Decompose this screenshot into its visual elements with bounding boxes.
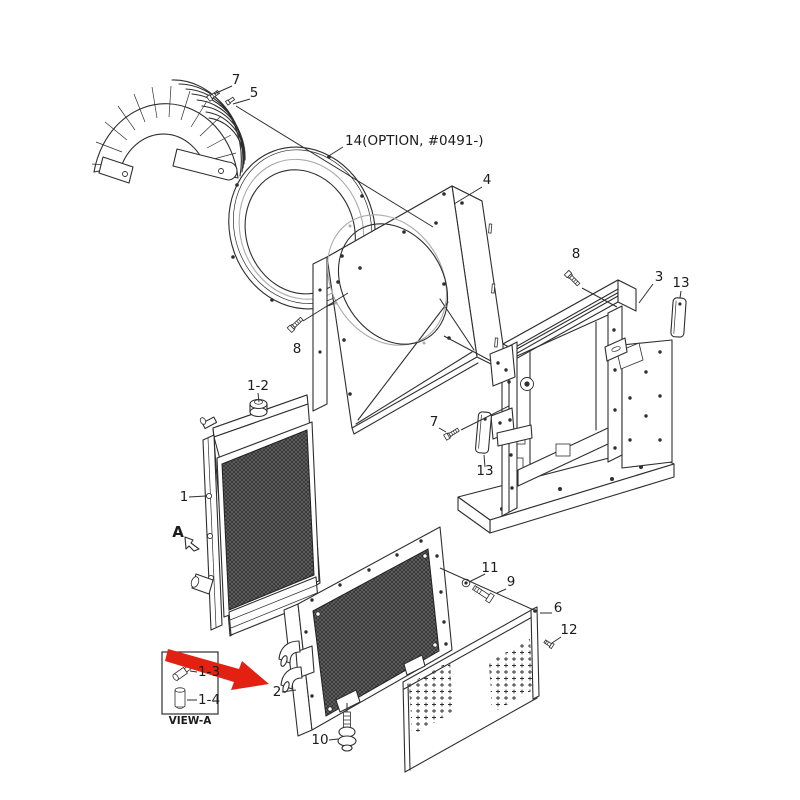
radiator-side-bracket <box>202 434 223 631</box>
radiator-cap <box>249 398 268 418</box>
label-1: 1 <box>180 489 189 505</box>
grille-panel-6 <box>402 606 540 773</box>
label-13-bracket-leader <box>483 454 486 468</box>
label-8-box: 8 <box>293 341 302 357</box>
panel-right-post <box>530 606 540 700</box>
label-2: 2 <box>273 684 282 700</box>
label-9: 9 <box>507 574 516 590</box>
drain-hose-1-4 <box>174 687 186 709</box>
left-foot-hole <box>122 171 128 177</box>
cooler-core <box>312 548 440 717</box>
cooler-rivets <box>304 539 448 712</box>
label-1-2-leader <box>257 392 260 403</box>
label-12: 12 <box>560 622 577 638</box>
box-side-slots <box>488 223 499 348</box>
label-13-frame-leader <box>679 290 682 299</box>
label-6-leader <box>439 567 537 612</box>
label-7-bracket-leader <box>438 427 447 433</box>
label-8-box-leader <box>302 292 349 322</box>
fan-guard-ribs <box>171 79 246 177</box>
label-11-leader <box>468 573 486 583</box>
label-8-frame-leader <box>581 287 618 308</box>
fan-guard-band <box>93 103 239 179</box>
label-2-leader <box>281 689 297 693</box>
drain-valve-1-3 <box>172 665 192 681</box>
label-4: 4 <box>483 172 492 188</box>
label-view-a: VIEW-A <box>169 715 213 727</box>
cooler-mid-tab <box>403 654 426 676</box>
label-7-guard: 7 <box>232 72 241 88</box>
fan-guard <box>91 79 246 184</box>
pad-13-right <box>670 297 687 338</box>
label-10-leader <box>328 738 339 741</box>
label-1-leader <box>188 495 207 498</box>
frame-lower-sill <box>517 427 609 487</box>
label-4-leader <box>453 186 483 205</box>
frame-right-wing <box>621 339 673 469</box>
label-6: 6 <box>554 600 563 616</box>
label-10: 10 <box>311 732 328 748</box>
bolt-8-frame <box>563 269 581 287</box>
oil-cooler-2 <box>278 526 453 752</box>
bolt-8-box <box>286 316 304 334</box>
pad-13-mid <box>474 411 492 454</box>
screw-12 <box>543 639 555 650</box>
label-12-leader <box>551 636 562 644</box>
highlight-arrow <box>165 649 269 690</box>
shroud-box-4 <box>312 185 508 435</box>
label-11: 11 <box>481 560 498 576</box>
label-5-guard-leader <box>235 105 434 228</box>
label-A: A <box>172 523 184 541</box>
radiator-overflow-tube <box>199 416 218 430</box>
cooler-bottom-tab <box>335 689 361 713</box>
label-5-guard-leader <box>232 98 251 105</box>
label-3: 3 <box>655 269 664 285</box>
box-left-flange <box>312 256 328 412</box>
right-foot-hole <box>218 168 224 174</box>
alignment-line <box>443 335 492 362</box>
bolt-5-guard <box>224 96 236 106</box>
box-bolt-holes <box>336 192 464 396</box>
box-fan-opening <box>337 223 449 345</box>
radiator-1 <box>184 394 321 637</box>
label-1-4: 1-4 <box>198 692 220 708</box>
frame-bracket-upper <box>489 344 516 387</box>
panel-grid-right <box>489 639 533 713</box>
cooler-hose-lower <box>280 666 303 693</box>
panel-grid-left <box>409 661 453 735</box>
label-7-bracket-leader <box>460 405 510 431</box>
drain-plug-10 <box>337 703 357 752</box>
cooler-hose-upper <box>278 640 301 667</box>
label-14-option: 14(OPTION, #0491-) <box>345 133 484 149</box>
view-direction-arrow <box>184 536 200 552</box>
label-1-2: 1-2 <box>247 378 269 394</box>
radiator-core <box>221 429 315 611</box>
radiator-drain-pipe <box>190 573 214 595</box>
label-7-guard-leader <box>213 85 233 95</box>
label-3-leader <box>638 283 654 304</box>
frame-post-holes <box>507 328 617 490</box>
label-5-guard: 5 <box>250 85 259 101</box>
label-13-bracket: 13 <box>476 463 493 479</box>
label-13-frame: 13 <box>672 275 689 291</box>
label-1-3-leader <box>189 670 198 673</box>
bolt-7-bracket <box>443 427 460 441</box>
label-1-3: 1-3 <box>198 664 220 680</box>
label-8-frame: 8 <box>572 246 581 262</box>
label-9-leader <box>496 588 507 594</box>
label-7-bracket: 7 <box>430 414 439 430</box>
frame-slot-bracket <box>604 337 628 362</box>
label-14-option-leader <box>326 146 344 158</box>
box-front-face <box>326 185 478 429</box>
mount-frame-3 <box>457 279 675 534</box>
panel-body <box>402 607 538 773</box>
bolt-9 <box>471 585 495 604</box>
